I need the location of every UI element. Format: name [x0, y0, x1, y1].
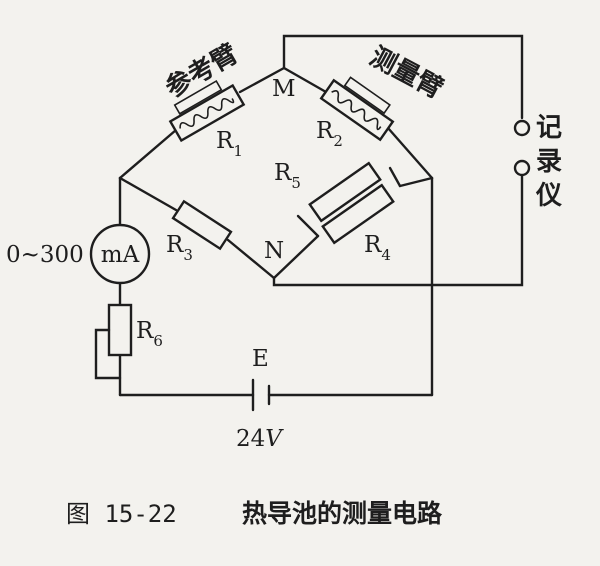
resistor-r2	[319, 76, 395, 142]
recorder-label-2: 录	[536, 147, 562, 177]
svg-text:R4: R4	[364, 232, 391, 264]
bridge-wires	[118, 66, 434, 280]
r1-subscript: 1	[233, 142, 243, 160]
node-m-label: M	[272, 76, 296, 102]
voltage-value: 24	[236, 426, 265, 452]
recorder-terminal-top	[513, 119, 531, 137]
recorder-terminal-bottom	[513, 159, 531, 177]
meter-range-label: 0~300	[6, 242, 84, 268]
r4-subscript: 4	[381, 246, 391, 264]
milliammeter: mA	[89, 223, 151, 285]
r2-subscript: 2	[333, 132, 343, 150]
recorder-label-3: 仪	[535, 181, 563, 211]
r2-label: R	[316, 118, 334, 144]
svg-text:R6: R6	[136, 318, 163, 350]
svg-text:R1: R1	[216, 128, 243, 160]
r6-subscript: 6	[153, 332, 163, 350]
r3-subscript: 3	[183, 246, 193, 264]
r3-label: R	[166, 232, 184, 258]
resistor-r4	[321, 183, 395, 245]
recorder-wires	[272, 34, 531, 287]
r4-label: R	[364, 232, 382, 258]
voltage-unit: V	[265, 426, 284, 452]
figure-caption: 热导池的测量电路	[242, 499, 443, 528]
r5-subscript: 5	[291, 174, 301, 192]
recorder-label-1: 记	[536, 113, 562, 143]
r6-label: R	[136, 318, 154, 344]
r1-label: R	[216, 128, 234, 154]
rheostat-r6	[94, 303, 133, 380]
resistor-r5	[308, 161, 382, 223]
battery	[251, 378, 271, 412]
supply-wires	[118, 176, 434, 397]
meter-unit: mA	[101, 242, 140, 268]
r5-label: R	[274, 160, 292, 186]
r4-r5-links	[296, 166, 402, 238]
svg-text:R2: R2	[316, 118, 343, 150]
svg-text:24V: 24V	[236, 426, 284, 452]
resistor-r1	[168, 79, 246, 143]
node-n-label: N	[264, 238, 284, 264]
svg-text:R3: R3	[166, 232, 193, 264]
battery-label: E	[252, 346, 269, 372]
resistor-r3	[171, 199, 233, 251]
figure-number: 图 15-22	[66, 500, 177, 528]
svg-text:R5: R5	[274, 160, 301, 192]
